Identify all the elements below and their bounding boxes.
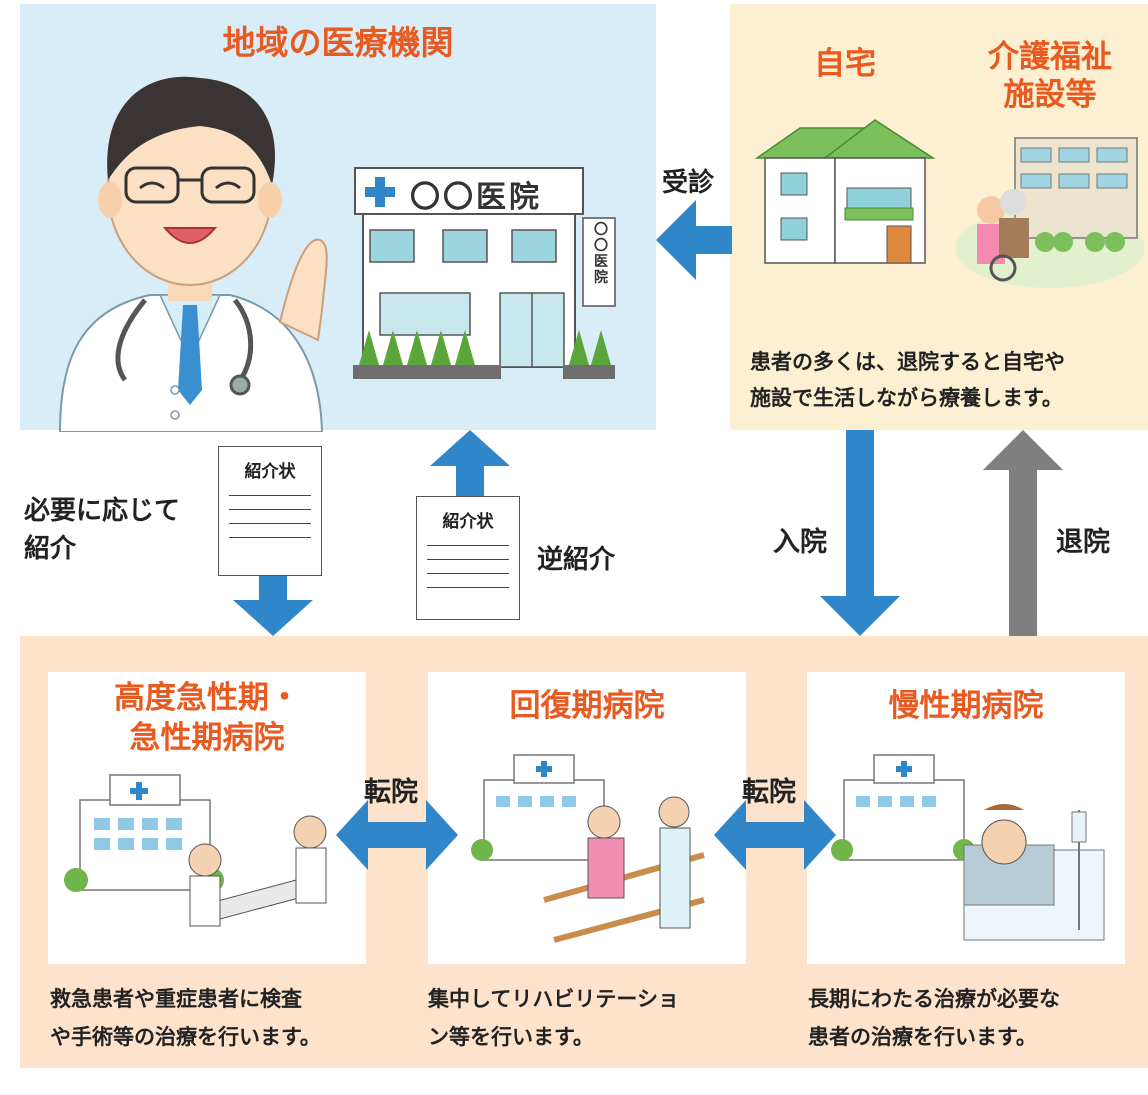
label-discharge: 退院 xyxy=(1056,527,1110,558)
chronic-hospital-title: 慢性期病院 xyxy=(888,688,1044,724)
facility-title: 介護福祉施設等 xyxy=(988,39,1112,113)
acute-hospital-illustration xyxy=(60,770,350,960)
home-title: 自宅 xyxy=(814,46,876,82)
local-panel-title: 地域の医療機関 xyxy=(222,23,454,62)
cross-icon xyxy=(365,177,395,207)
label-transfer-2: 転院 xyxy=(742,777,796,808)
clinic-sign: 〇〇医院 xyxy=(410,180,542,215)
reverse-referral-letter-doc: 紹介状 xyxy=(416,496,520,620)
label-admission: 入院 xyxy=(773,527,827,558)
arrow-reverse-referral-up xyxy=(430,430,510,496)
chronic-hospital-illustration xyxy=(824,750,1114,950)
label-reverse-referral: 逆紹介 xyxy=(537,545,616,575)
referral-letter-doc: 紹介状 xyxy=(218,446,322,576)
facility-illustration xyxy=(955,130,1145,290)
chronic-hospital-description: 長期にわたる治療が必要な患者の治療を行います。 xyxy=(808,987,1060,1049)
acute-hospital-description: 救急患者や重症患者に検査や手術等の治療を行います。 xyxy=(50,987,321,1049)
transfer-arrow-2 xyxy=(714,800,836,870)
doctor-illustration xyxy=(40,60,340,432)
label-referral: 必要に応じて紹介 xyxy=(24,496,181,564)
acute-hospital-title: 高度急性期・急性期病院 xyxy=(114,680,300,756)
label-transfer-1: 転院 xyxy=(364,777,418,808)
arrow-referral-down xyxy=(233,576,313,636)
clinic-vertical-sign: 〇〇医院 xyxy=(594,222,608,286)
arrow-discharge xyxy=(983,430,1063,636)
arrow-consult xyxy=(656,200,732,280)
label-consult: 受診 xyxy=(662,168,715,198)
recovery-hospital-illustration xyxy=(444,750,734,950)
recovery-hospital-description: 集中してリハビリテーション等を行います。 xyxy=(428,987,679,1049)
transfer-arrow-1 xyxy=(336,800,458,870)
arrow-admission xyxy=(820,430,900,636)
house-illustration xyxy=(755,118,945,268)
recovery-hospital-title: 回復期病院 xyxy=(509,688,665,724)
home-description: 患者の多くは、退院すると自宅や施設で生活しながら療養します。 xyxy=(750,350,1065,410)
